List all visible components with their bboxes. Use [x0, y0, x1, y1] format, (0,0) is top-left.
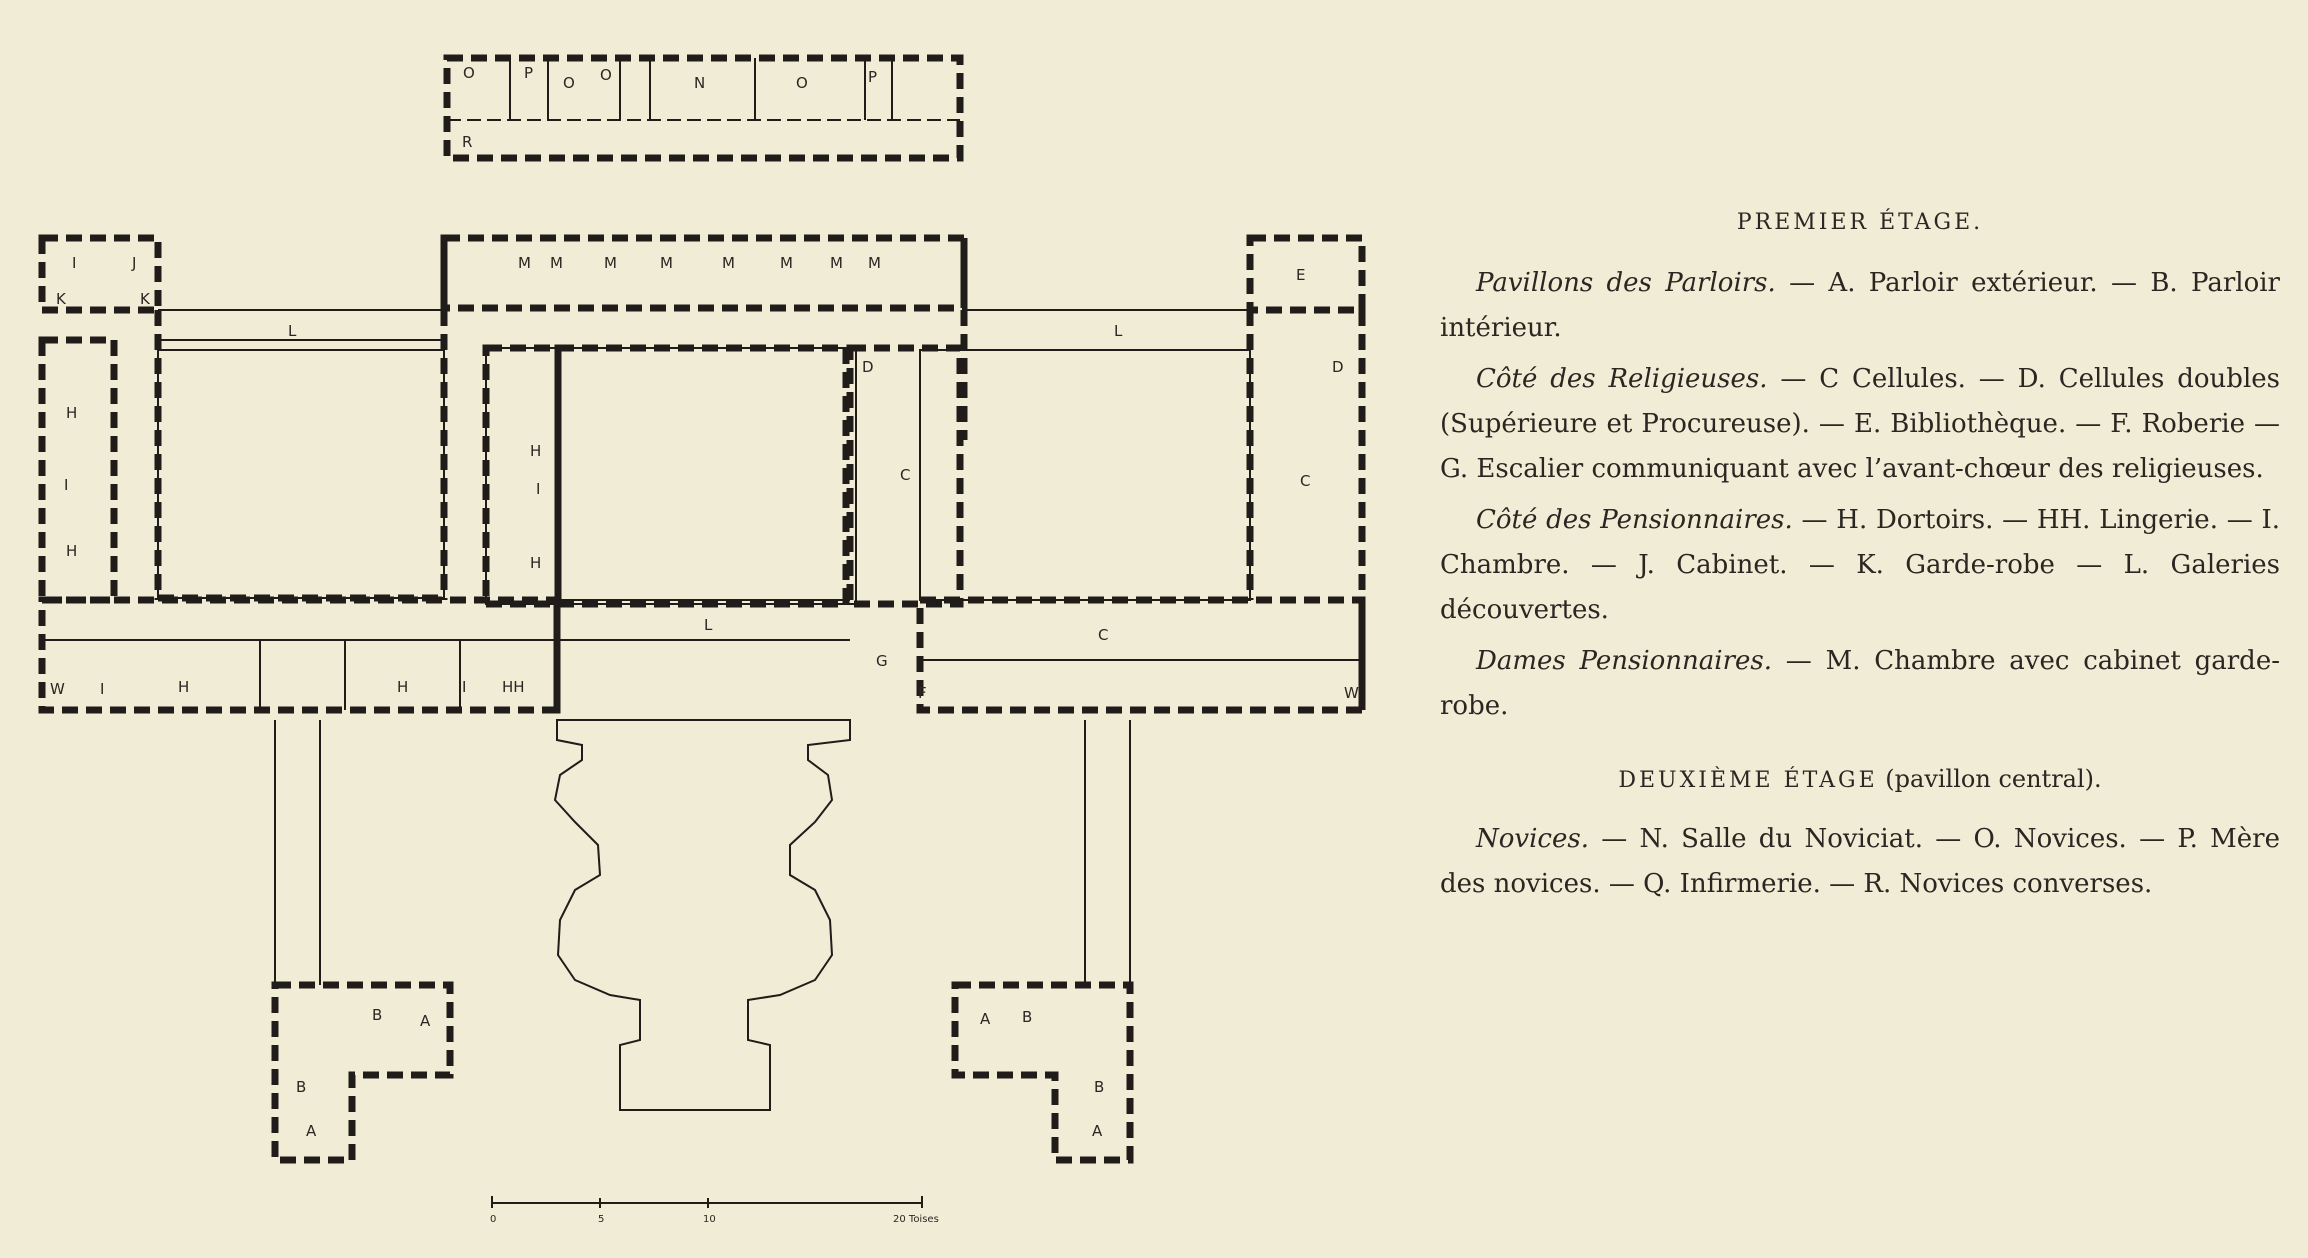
scale-tick: 5: [598, 1214, 604, 1225]
legend-title: Côté des Religieuses.: [1476, 364, 1768, 394]
right-parlour-pavilion: A B B A: [951, 981, 1134, 1164]
plan-label: P: [868, 68, 877, 86]
plan-label: C: [900, 466, 910, 484]
plan-label: H: [66, 404, 77, 422]
plan-label: L: [704, 616, 713, 634]
plan-label: O: [796, 74, 808, 92]
scale-tick: 0: [490, 1214, 496, 1225]
legend-lady-boarders: Dames Pensionnaires. — M. Chambre avec c…: [1440, 639, 2280, 729]
legend-parlours: Pavillons des Parloirs. — A. Parloir ext…: [1440, 261, 2280, 351]
plan-label: R: [462, 133, 472, 151]
novices-pavilion: O P O O N O P R: [443, 54, 964, 162]
plan-label: M: [604, 254, 617, 272]
legend-title: Dames Pensionnaires.: [1476, 646, 1773, 676]
legend-title: Pavillons des Parloirs.: [1476, 268, 1776, 298]
plan-label: H: [397, 678, 408, 696]
plan-label: H: [530, 554, 541, 572]
plan-label: M: [660, 254, 673, 272]
section-heading-first-floor: PREMIER ÉTAGE.: [1736, 210, 1984, 235]
plan-label: H: [530, 442, 541, 460]
plan-label: B: [372, 1006, 382, 1024]
plan-label: I: [462, 678, 466, 696]
plan-label: G: [876, 652, 888, 670]
plan-label: H: [178, 678, 189, 696]
plan-label: A: [420, 1012, 431, 1030]
plan-label: HH: [502, 678, 525, 696]
legend-text: — C Cellules. — D. Cellules doubles (Sup…: [1440, 364, 2280, 484]
legend: PREMIER ÉTAGE. Pavillons des Parloirs. —…: [1440, 200, 2280, 913]
plan-label: I: [72, 254, 76, 272]
plan-label: M: [722, 254, 735, 272]
legend-title: Côté des Pensionnaires.: [1476, 505, 1793, 535]
plan-label: O: [563, 74, 575, 92]
plan-label: F: [918, 684, 927, 702]
central-block: M M M M M M M M H I H L: [440, 234, 968, 1111]
plan-label: H: [66, 542, 77, 560]
scale-bar: 0 5 10 20 Toises: [490, 1196, 939, 1225]
plan-label: I: [536, 480, 540, 498]
plan-label: A: [306, 1122, 317, 1140]
plan-label: K: [56, 290, 67, 308]
legend-text: — M. Chambre avec cabinet garde-robe.: [1440, 646, 2280, 721]
plan-label: L: [1114, 322, 1123, 340]
scale-tick: 20 Toises: [893, 1214, 939, 1225]
legend-text: — A. Parloir extérieur. — B. Parloir int…: [1440, 268, 2280, 343]
plan-label: M: [550, 254, 563, 272]
plan-label: O: [600, 66, 612, 84]
legend-novices: Novices. — N. Salle du Noviciat. — O. No…: [1440, 817, 2280, 907]
legend-text: — H. Dortoirs. — HH. Lingerie. — I. Cham…: [1440, 505, 2280, 625]
legend-boarders: Côté des Pensionnaires. — H. Dortoirs. —…: [1440, 498, 2280, 633]
scale-tick: 10: [703, 1214, 716, 1225]
plan-label: O: [463, 64, 475, 82]
legend-title: Novices.: [1476, 824, 1589, 854]
parlour-galleries: [274, 720, 1131, 985]
left-parlour-pavilion: B A B A: [271, 981, 454, 1164]
plan-label: M: [518, 254, 531, 272]
plan-label: B: [296, 1078, 306, 1096]
plan-label: C: [1300, 472, 1310, 490]
plan-label: A: [1092, 1122, 1103, 1140]
plan-label: M: [780, 254, 793, 272]
legend-text: — N. Salle du Noviciat. — O. Novices. — …: [1440, 824, 2280, 899]
plan-label: K: [140, 290, 151, 308]
plan-label: A: [980, 1010, 991, 1028]
plan-label: B: [1094, 1078, 1104, 1096]
plan-label: N: [694, 74, 705, 92]
plan-label: D: [1332, 358, 1344, 376]
church-outline: [553, 719, 851, 1111]
floor-plan: O P O O N O P R I J K K L H I H W I H H …: [38, 54, 1366, 1225]
plan-label: I: [100, 680, 104, 698]
plan-label: J: [131, 254, 136, 272]
plan-label: L: [288, 322, 297, 340]
plan-label: W: [1344, 684, 1359, 702]
heading-smallcaps: DEUXIÈME ÉTAGE: [1618, 768, 1878, 793]
plan-label: M: [830, 254, 843, 272]
legend-religious: Côté des Religieuses. — C Cellules. — D.…: [1440, 357, 2280, 492]
plan-label: I: [64, 476, 68, 494]
plan-label: P: [524, 64, 533, 82]
plan-label: E: [1296, 266, 1305, 284]
heading-rest: (pavillon central).: [1877, 765, 2102, 793]
plan-label: B: [1022, 1008, 1032, 1026]
right-wing: L E D C D C C G F W: [846, 234, 1366, 714]
plan-label: M: [868, 254, 881, 272]
plan-label: C: [1098, 626, 1108, 644]
plan-label: D: [862, 358, 874, 376]
plan-label: W: [50, 680, 65, 698]
section-heading-second-floor: DEUXIÈME ÉTAGE (pavillon central).: [1440, 757, 2280, 803]
left-wing: I J K K L H I H W I H H I HH: [38, 234, 561, 714]
